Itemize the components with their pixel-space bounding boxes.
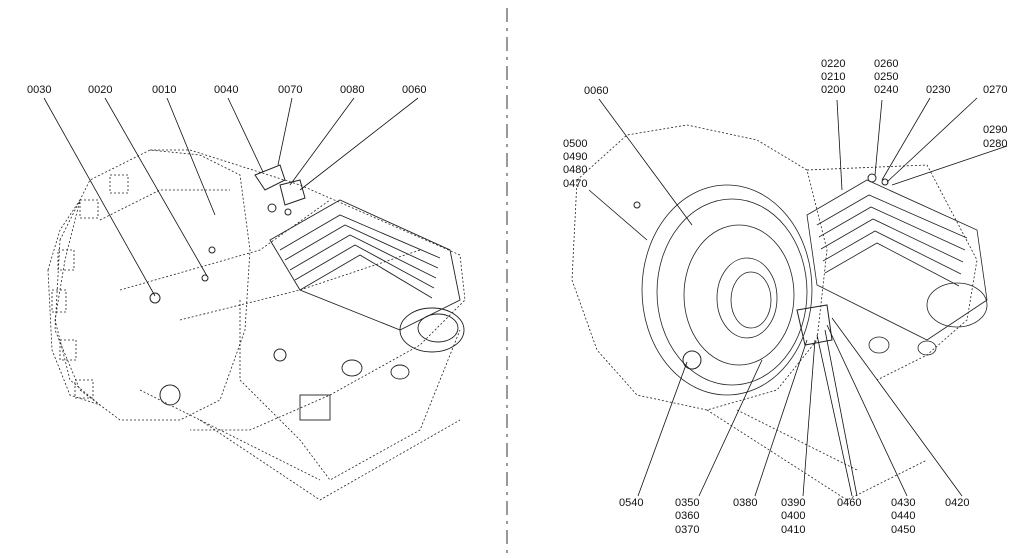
callout-label: 0060 <box>584 85 609 97</box>
callout-label: 0370 <box>675 524 700 536</box>
left-assembly-drawing <box>43 97 466 501</box>
callout-label: 0030 <box>27 84 52 96</box>
callout-label: 0400 <box>781 510 806 522</box>
right-assembly-drawing <box>571 97 1008 501</box>
callout-label: 0500 <box>563 138 588 150</box>
callout-label: 0440 <box>891 510 916 522</box>
callout-label: 0250 <box>874 71 899 83</box>
callout-label: 0040 <box>214 84 239 96</box>
callout-label: 0360 <box>675 510 700 522</box>
callout-label: 0020 <box>88 84 113 96</box>
callout-label: 0070 <box>278 84 303 96</box>
callout-label: 0540 <box>619 497 644 509</box>
callout-label: 0470 <box>563 178 588 190</box>
callout-label: 0260 <box>874 58 899 70</box>
callout-label: 0450 <box>891 524 916 536</box>
callout-label: 0430 <box>891 497 916 509</box>
callout-label: 0230 <box>926 84 951 96</box>
callout-label: 0200 <box>821 84 846 96</box>
callout-label: 0380 <box>733 497 758 509</box>
callout-label: 0060 <box>402 84 427 96</box>
callout-label: 0390 <box>781 497 806 509</box>
callout-label: 0220 <box>821 58 846 70</box>
callout-label: 0420 <box>945 497 970 509</box>
callout-label: 0270 <box>983 84 1008 96</box>
callout-label: 0080 <box>340 84 365 96</box>
callout-label: 0410 <box>781 524 806 536</box>
callout-label: 0460 <box>837 497 862 509</box>
callout-label: 0480 <box>563 164 588 176</box>
callout-label: 0350 <box>675 497 700 509</box>
callout-label: 0210 <box>821 71 846 83</box>
callout-label: 0010 <box>152 84 177 96</box>
callout-label: 0490 <box>563 151 588 163</box>
callout-label: 0240 <box>874 84 899 96</box>
callout-label: 0280 <box>983 138 1008 150</box>
callout-label: 0290 <box>983 124 1008 136</box>
